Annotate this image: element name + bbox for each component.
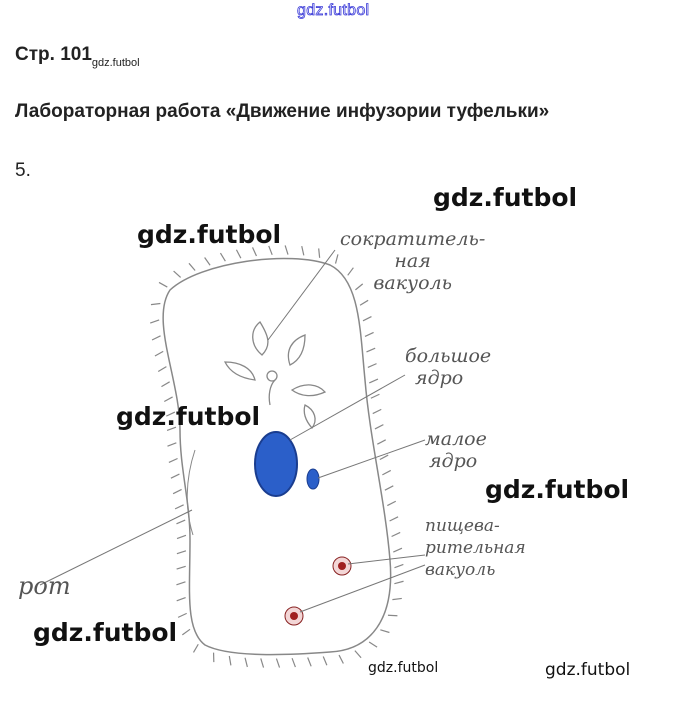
cilium [176,550,187,555]
cilium [172,488,182,495]
cilium [389,516,399,522]
cilium [359,299,369,306]
cilium [307,657,312,667]
cilium [394,563,404,569]
cilium [392,597,402,601]
watermark: gdz.futbol [545,660,631,680]
cilium [219,252,226,262]
watermark: gdz.futbol [137,220,282,249]
cilium [176,534,187,540]
cilium [235,249,242,259]
cilium [204,257,211,266]
cilium [176,581,186,586]
micronucleus [306,468,320,490]
cilium [150,302,161,306]
cilium [301,246,305,256]
cilium [394,580,404,585]
cilium [355,283,364,291]
watermark: gdz.futbol [368,660,439,676]
cilium [176,565,186,570]
cilium [268,245,273,256]
cilium [393,547,403,553]
macronucleus [254,431,298,497]
cilium [368,641,378,648]
page-title: Лабораторная работа «Движение инфузории … [15,101,550,122]
cilium [150,319,160,324]
cilium [166,426,177,431]
cilium [188,262,196,271]
cilium [174,504,184,510]
cilium [154,350,164,357]
cilium [176,596,186,602]
cilium [170,473,180,479]
cilium [228,655,232,666]
cilium [173,270,182,278]
page-label: Стр. 101 [15,44,92,65]
cell-outline [162,257,392,656]
cilium [244,657,248,668]
task-number: 5. [15,160,31,181]
cilium [192,643,199,653]
cilium [157,366,167,372]
watermark: gdz.futbol [33,618,178,647]
cilium [151,335,161,341]
cilium [181,628,191,636]
watermark: gdz.futbol [116,402,261,431]
cilium [338,654,344,664]
cilium [377,439,386,445]
cilium [374,424,384,430]
cilium [161,381,170,388]
cilium [251,247,258,257]
cilium [387,500,397,507]
page-watermark: gdz.futbol [91,57,140,69]
cilium [366,347,376,353]
cilium [318,248,321,258]
cilium [163,396,173,402]
cilium [168,457,178,463]
cilium [384,485,394,491]
watermark: gdz.futbol [485,475,630,504]
cilium [369,378,379,384]
label-mouth: рот [18,572,71,600]
cilium [334,254,339,264]
watermark-top: gdz.futbol [297,2,370,20]
cilium [367,363,377,368]
cilium [284,245,289,255]
cilium [380,629,390,634]
cilium [372,408,382,415]
page-number: Стр. 101gdz.futbol [15,44,140,69]
cilium [347,267,354,276]
cilium [177,612,187,618]
cilium [379,454,389,461]
cilium [364,331,374,337]
cilium [370,393,380,399]
cilium [354,650,362,659]
cilium [275,658,281,668]
cilium [158,281,168,288]
cilium [322,656,328,666]
cilium [291,657,296,668]
cilium [362,316,372,322]
cilium [166,411,176,417]
cilium [176,519,186,525]
pointer-lines [39,249,426,613]
cilium [391,531,401,538]
cilium [167,442,177,447]
cilium [382,469,392,476]
mouth-groove [186,449,196,536]
cilium [387,614,398,617]
cilium [260,658,265,668]
watermark: gdz.futbol [433,183,578,212]
